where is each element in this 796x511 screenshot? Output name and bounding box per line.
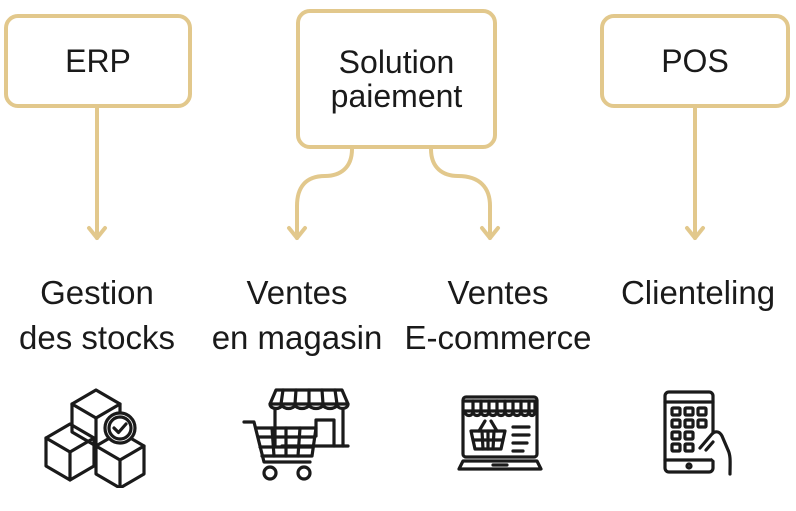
label-stock-management: Gestion des stocks <box>0 270 194 360</box>
pos-box: POS <box>600 14 790 108</box>
arrow-payment-to-ecommerce <box>429 147 492 240</box>
tablet-hand-icon <box>663 390 732 476</box>
label-store-sales: Ventes en magasin <box>198 270 396 360</box>
arrowhead-store <box>287 226 307 240</box>
boxes-check-icon <box>44 388 146 488</box>
shopping-cart-store-icon <box>242 388 350 481</box>
label-ecom-line2: E-commerce <box>404 319 592 356</box>
erp-box-label: ERP <box>65 43 131 79</box>
label-store-line1: Ventes <box>246 274 348 311</box>
label-ecom-line1: Ventes <box>447 274 549 311</box>
payment-box-line2: paiement <box>330 78 463 114</box>
label-clienteling: Clienteling <box>604 270 792 315</box>
arrowhead-pos <box>685 226 705 240</box>
payment-solution-box: Solution paiement <box>296 9 497 149</box>
payment-box-line1: Solution <box>338 44 455 80</box>
arrowhead-erp <box>87 226 107 240</box>
label-store-line2: en magasin <box>211 319 383 356</box>
laptop-basket-icon <box>457 395 543 471</box>
label-clienteling-text: Clienteling <box>620 274 776 311</box>
pos-box-label: POS <box>661 43 729 79</box>
erp-box: ERP <box>4 14 192 108</box>
label-ecommerce-sales: Ventes E-commerce <box>396 270 600 360</box>
arrowhead-ecommerce <box>480 226 500 240</box>
label-stock-line1: Gestion <box>40 274 154 311</box>
arrow-payment-to-store <box>295 147 354 240</box>
label-stock-line2: des stocks <box>19 319 175 356</box>
